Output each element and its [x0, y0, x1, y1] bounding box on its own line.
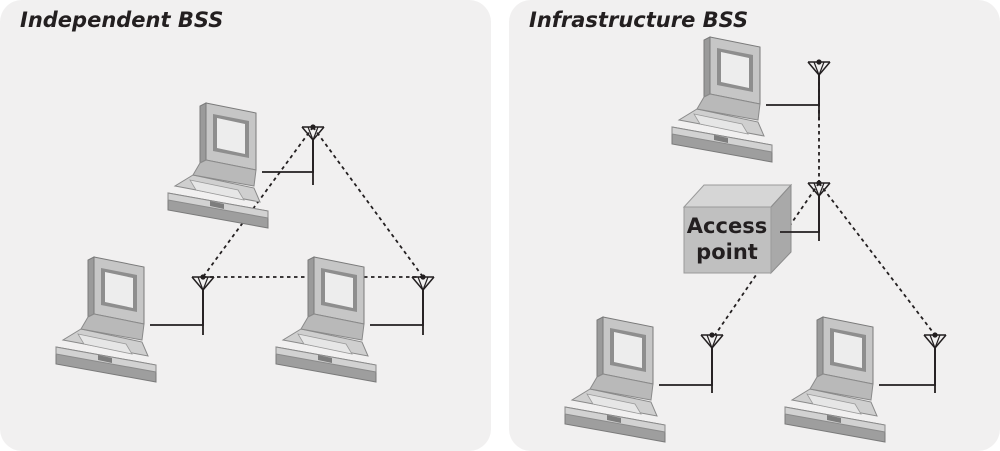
cable	[766, 75, 820, 106]
laptop-icon	[784, 316, 886, 443]
access-point-label-line2: point	[696, 240, 758, 264]
cable	[370, 290, 424, 326]
laptop-icon	[167, 102, 269, 229]
cable	[262, 140, 314, 173]
cable	[659, 348, 713, 386]
laptop-icon	[671, 36, 773, 163]
laptop-icon	[275, 256, 377, 383]
wireless-link	[312, 126, 424, 278]
access-point: Access point	[682, 183, 793, 275]
cable	[879, 348, 936, 386]
independent-bss-panel: Independent BSS	[0, 0, 491, 451]
infrastructure-bss-title: Infrastructure BSS	[529, 8, 749, 32]
access-point-label-line1: Access	[687, 214, 767, 238]
cable	[150, 290, 204, 326]
wireless-link	[818, 182, 936, 336]
laptop-icon	[55, 256, 157, 383]
cable	[780, 196, 820, 233]
independent-bss-title: Independent BSS	[20, 8, 224, 32]
laptop-icon	[564, 316, 666, 443]
